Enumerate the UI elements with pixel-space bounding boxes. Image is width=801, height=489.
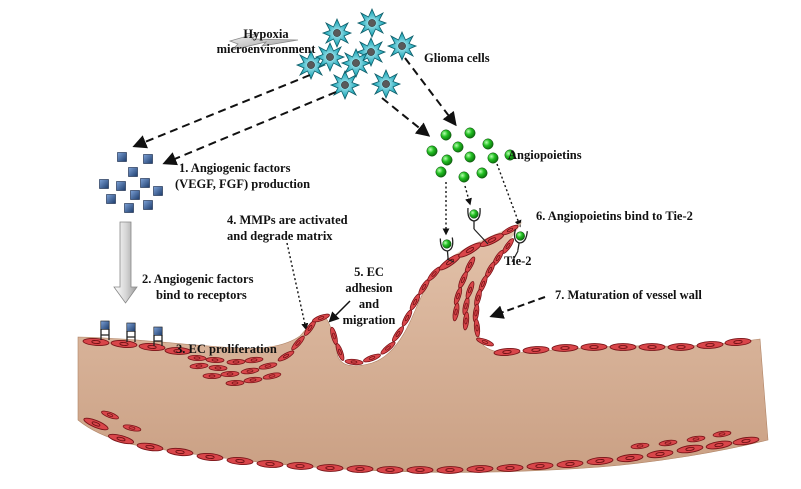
spiky-cell-icon [371,69,401,99]
green-sphere-icon [458,171,470,183]
arrow-glioma-to-factors-2 [162,91,337,166]
angiopoietins-label: Angiopoietins [508,148,582,162]
square-molecule-icon [106,194,116,204]
square-molecule-icon [128,167,138,177]
arrow-angiopoietin-bind-3 [496,163,522,228]
step4-label-line2: and degrade matrix [227,229,333,243]
green-sphere-icon [482,138,494,150]
spiky-cell-icon [357,8,387,38]
step5-label-line2: adhesion [345,281,392,295]
arrows [132,57,546,331]
spiky-cell-icon [387,31,417,61]
step7-label: 7. Maturation of vessel wall [555,288,702,302]
arrow-glioma-to-angiopoietins-2 [404,57,457,127]
square-molecule-icon [116,181,126,191]
square-molecule-icon [153,186,163,196]
hypoxia-label-line1: Hypoxia [243,27,289,41]
square-molecule-icon [124,203,134,213]
square-molecule-icon [99,179,109,189]
square-molecule-icon [117,152,127,162]
tie2-receptors [439,207,529,263]
spiky-cell-icon [315,42,345,72]
receptor-icon [100,320,110,341]
step2-label-line1: 2. Angiogenic factors [142,272,254,286]
step3-label: 3. EC proliferation [176,342,277,356]
square-molecule-icon [130,190,140,200]
square-molecule-icon [143,200,153,210]
hypoxia-label-line2: microenvironment [217,42,317,56]
arrow-maturation [489,296,546,319]
step6-label: 6. Angiopoietins bind to Tie-2 [536,209,693,223]
arrow-angiopoietin-bind-2 [464,185,472,206]
green-sphere-icon [426,145,438,157]
arrow-glioma-to-factors [132,74,311,149]
green-sphere-icon [441,154,453,166]
labels: Hypoxia microenvironment Glioma cells An… [142,27,702,356]
green-sphere-icon [464,151,476,163]
green-sphere-icon [440,129,452,141]
arrow-glioma-to-angiopoietins [381,97,431,137]
receptor-icon [126,322,136,343]
spiky-cell-icon [322,18,352,48]
green-sphere-icon [452,141,464,153]
tie2-receptor-icon [467,207,481,230]
angiopoietin-cluster [426,127,516,183]
spiky-cell-icon [341,48,371,78]
step4-label-line1: 4. MMPs are activated [227,213,348,227]
square-molecule-icon [140,178,150,188]
lightning-bolt-icon [228,32,299,51]
square-molecule-icon [143,154,153,164]
green-sphere-icon [487,152,499,164]
angiogenic-factor-cluster [99,152,163,213]
step1-label-line1: 1. Angiogenic factors [179,161,291,175]
step5-label-line3: and [359,297,379,311]
arrow-ec-adhesion [328,300,351,323]
tie2-label: Tie-2 [504,254,532,268]
green-sphere-icon [435,166,447,178]
green-sphere-icon [464,127,476,139]
arrow-mmps [286,242,309,331]
glioma-cells-label: Glioma cells [424,51,490,65]
green-sphere-icon [476,167,488,179]
large-down-arrow [113,221,138,304]
step1-label-line2: (VEGF, FGF) production [175,177,310,191]
step2-label-line2: bind to receptors [156,288,247,302]
step5-label-line4: migration [343,313,396,327]
step5-label-line1: 5. EC [354,265,384,279]
